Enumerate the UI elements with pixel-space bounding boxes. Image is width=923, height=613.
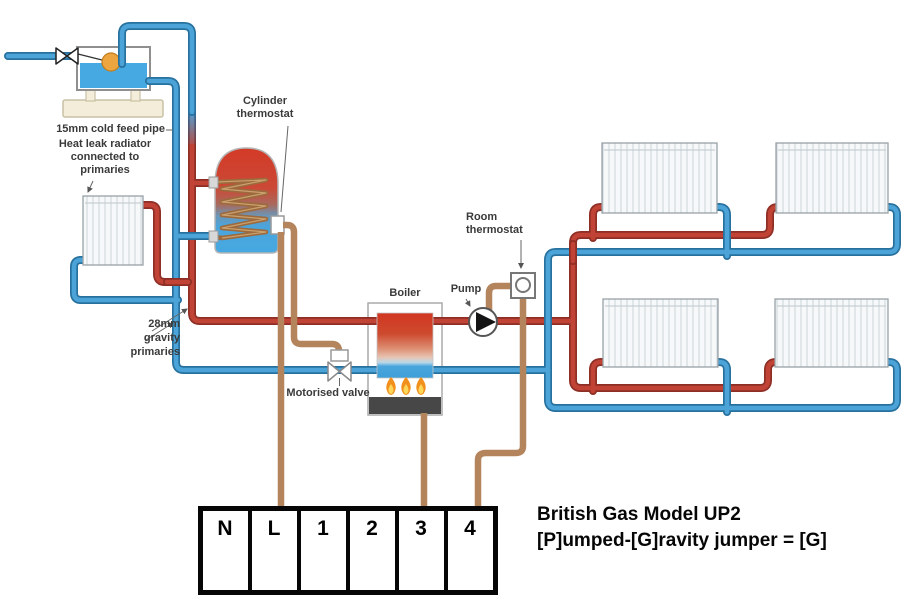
cylinder-return-port	[208, 230, 219, 243]
tank-platform	[62, 99, 164, 118]
caption-line1: British Gas Model UP2	[537, 504, 741, 525]
feed-expansion-tank	[55, 46, 164, 118]
terminal-cell-4	[448, 511, 493, 590]
terminal-cell-L	[252, 511, 297, 590]
boiler-heat-exchanger	[376, 312, 434, 379]
radiator-2	[775, 142, 889, 214]
pump-rotor	[476, 312, 496, 332]
terminal-label-3: 3	[415, 517, 427, 540]
valve-actuator	[330, 349, 349, 362]
cylinder-thermostat-icon	[270, 215, 285, 235]
terminal-label-4: 4	[464, 517, 476, 540]
wire-cylinder-stat-to-valve	[283, 221, 343, 356]
motorised-valve-icon	[327, 349, 352, 382]
tank-leg	[130, 89, 141, 102]
radiator-3	[602, 298, 719, 368]
pump-icon	[468, 307, 498, 337]
terminal-cell-3	[399, 511, 444, 590]
terminal-block	[198, 506, 498, 595]
caption: British Gas Model UP2 [P]umped-[G]ravity…	[537, 502, 827, 554]
cylinder-flow-port	[208, 176, 219, 189]
terminal-cell-N	[203, 511, 248, 590]
flame-icon	[386, 377, 396, 395]
terminal-label-1: 1	[317, 517, 329, 540]
label-motorised-valve: Motorised valve	[286, 387, 370, 399]
supply-valve-icon	[55, 47, 79, 65]
label-pump: Pump	[450, 283, 482, 295]
label-cold-feed: 15mm cold feed pipe	[56, 123, 165, 135]
label-boiler: Boiler	[389, 287, 421, 299]
flame-icon	[416, 377, 426, 395]
wire-room-stat-to-4	[474, 296, 527, 510]
tank-leg	[85, 89, 96, 102]
radiator-4	[774, 298, 889, 368]
terminal-cell-2	[350, 511, 395, 590]
label-room-thermostat: Room thermostat	[466, 211, 523, 236]
leader-lines	[87, 125, 524, 386]
wiring	[277, 221, 527, 510]
heat-leak-radiator	[82, 195, 144, 266]
hot-water-cylinder	[208, 147, 285, 254]
burner-bar	[369, 397, 441, 414]
wire-pump-to-room-stat	[485, 282, 512, 312]
terminal-cell-1	[301, 511, 346, 590]
label-gravity-primaries: 28mm gravity primaries	[130, 318, 180, 358]
boiler	[369, 312, 441, 414]
terminal-label-N: N	[217, 517, 233, 540]
room-thermostat-icon	[510, 272, 536, 299]
flame-icon	[401, 377, 411, 395]
float-arm	[77, 53, 107, 62]
cylinder-coil-highlight	[215, 179, 267, 239]
label-heat-leak-radiator: Heat leak radiator connected to primarie…	[58, 138, 152, 176]
radiator-1	[601, 142, 718, 214]
caption-line2: [P]umped-[G]ravity jumper = [G]	[537, 530, 827, 551]
float-valve-ball	[101, 52, 121, 72]
label-cylinder-thermostat: Cylinder thermostat	[236, 95, 294, 120]
terminal-label-L: L	[267, 517, 281, 540]
terminal-label-2: 2	[366, 517, 378, 540]
